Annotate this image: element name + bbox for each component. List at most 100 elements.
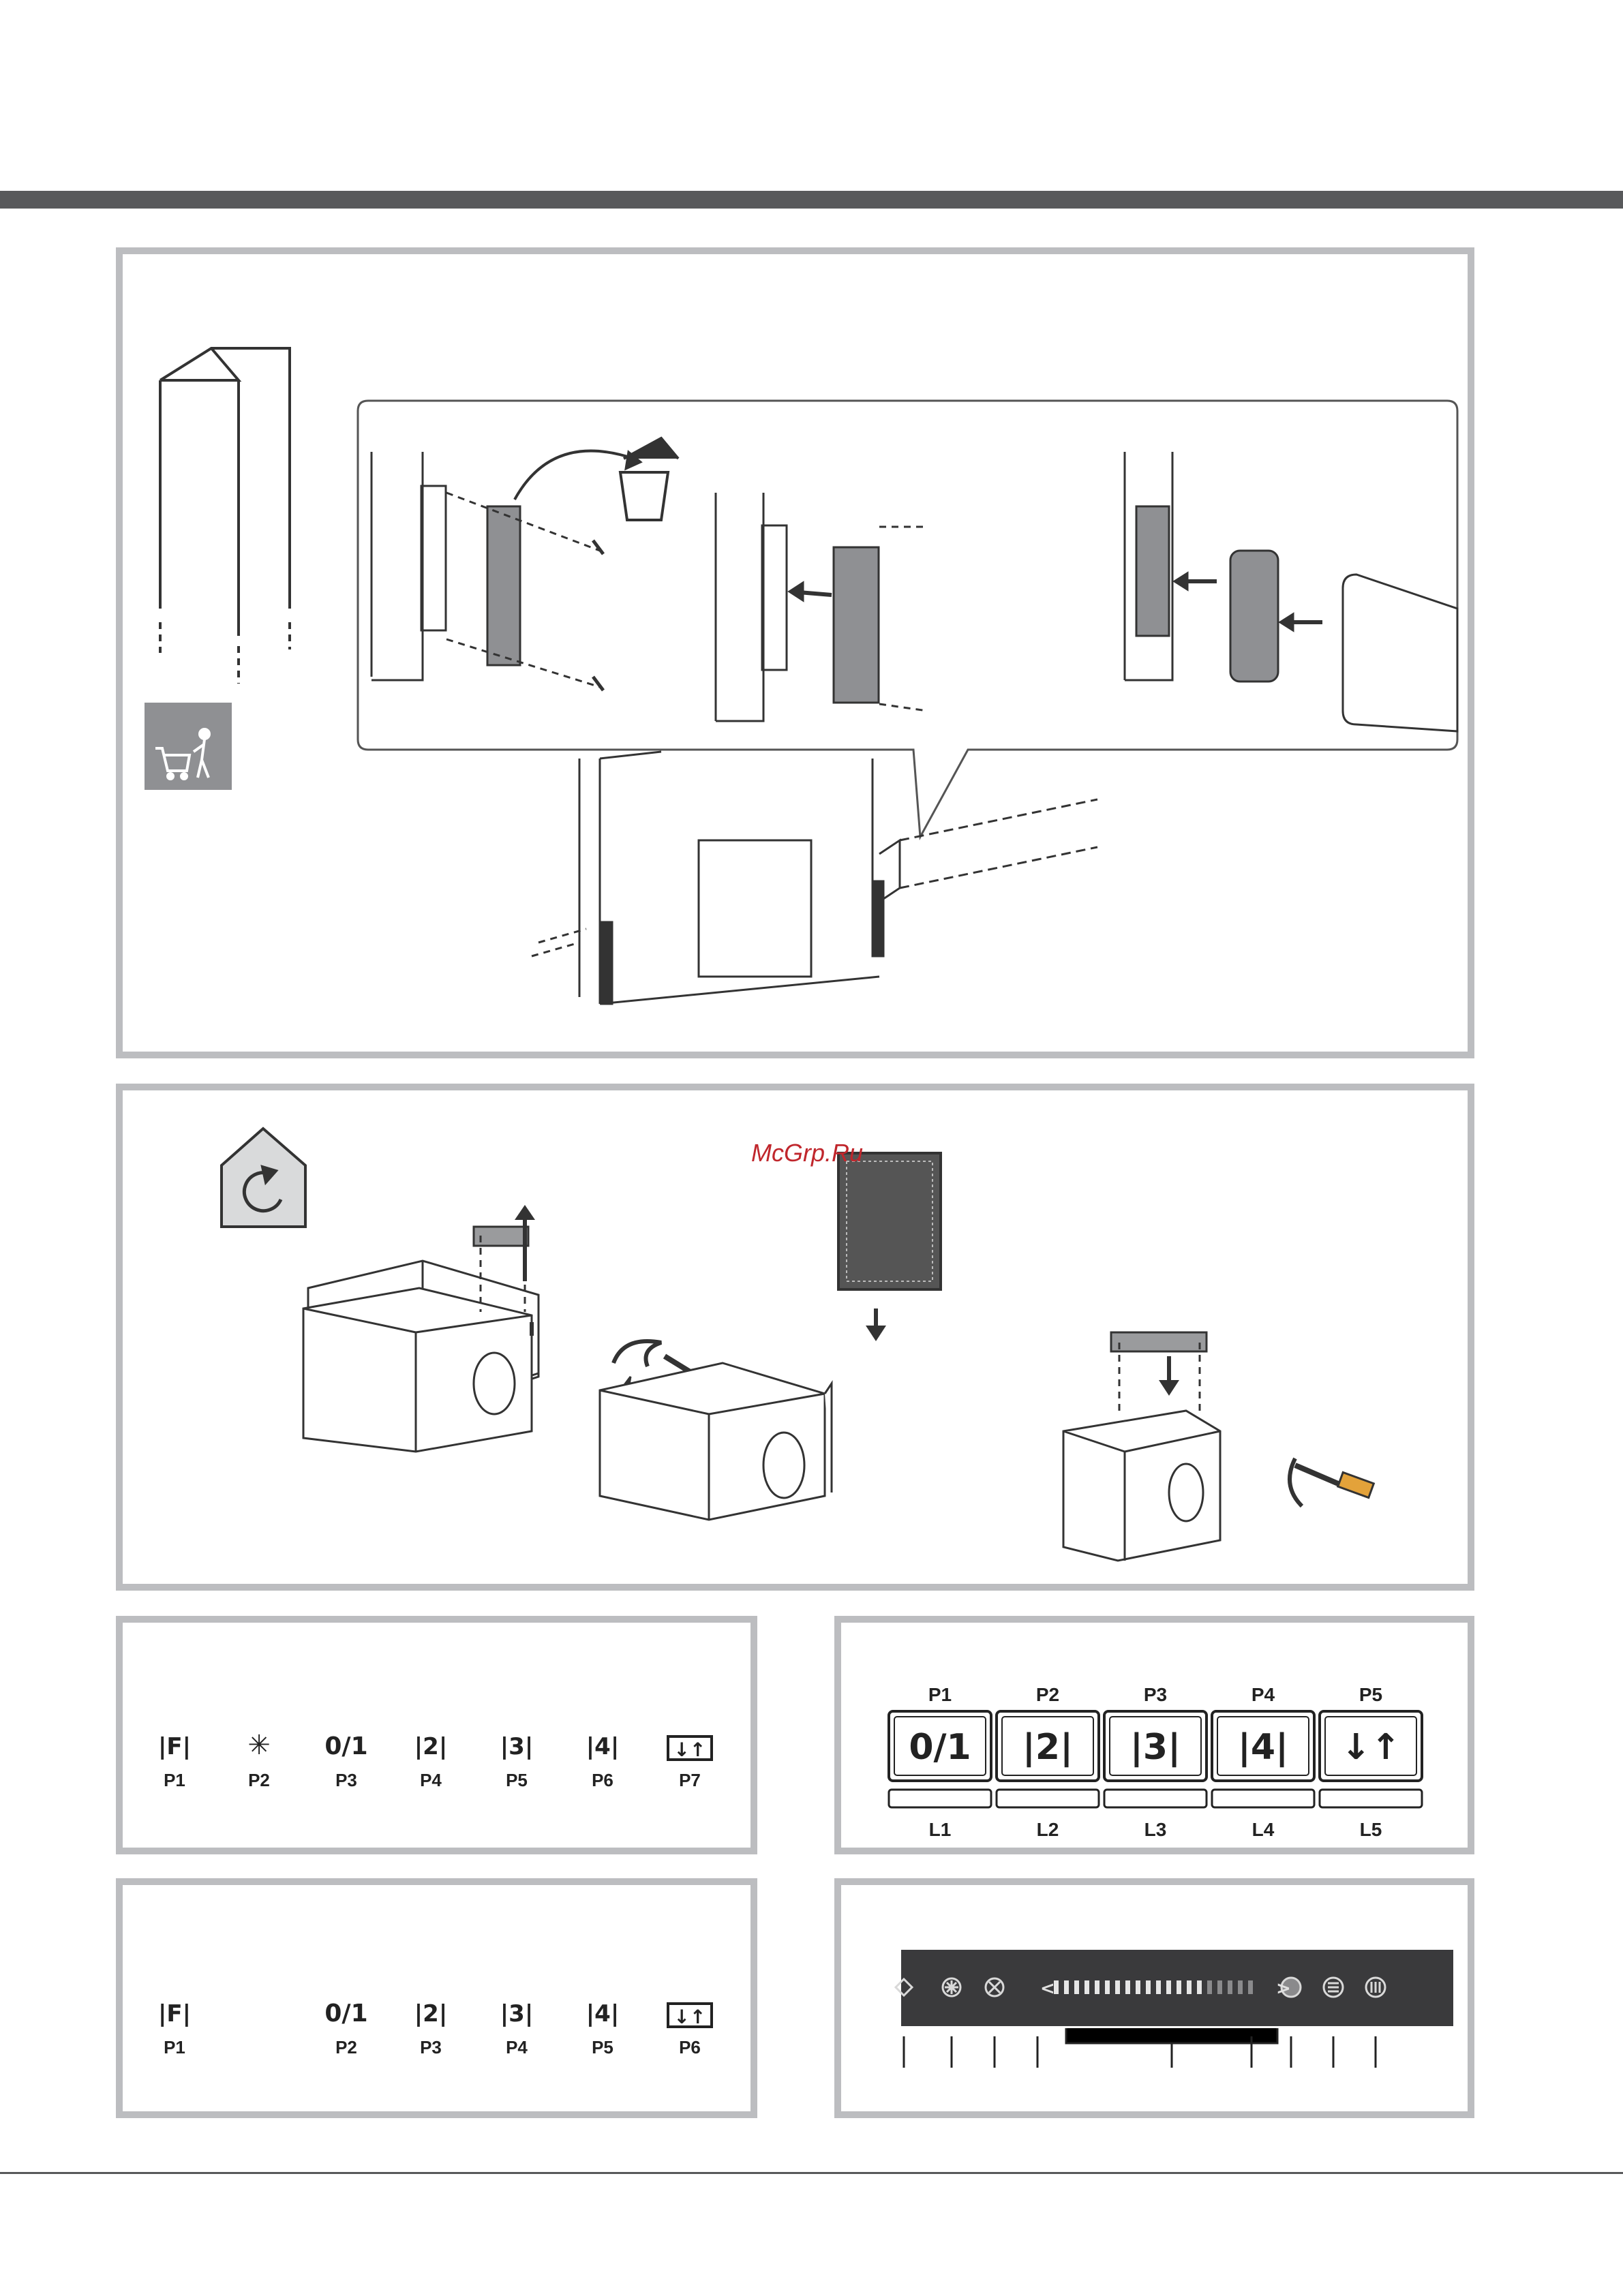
p1-filter-key: |F| P1 xyxy=(158,2000,191,2057)
key-top-label: P4 xyxy=(1252,1684,1275,1705)
footer-line xyxy=(0,2172,1623,2174)
slider-segment xyxy=(1238,1980,1243,1994)
house-recirculation-icon xyxy=(222,1129,305,1227)
slider-segment xyxy=(1207,1980,1212,1994)
led-label: L3 xyxy=(1144,1819,1167,1840)
p6-speed-4-key: |4| P6 xyxy=(586,1733,620,1790)
control-d-diagram: < > xyxy=(841,1885,1468,2111)
led-indicator xyxy=(997,1790,1099,1807)
svg-text:|3|: |3| xyxy=(500,1733,534,1760)
filter-panel: McGrp.Ru xyxy=(116,1084,1474,1591)
p2-power-key: 0/1 P2 xyxy=(324,2000,367,2057)
svg-text:P5: P5 xyxy=(592,2037,613,2057)
callout-leader-lines xyxy=(904,2028,1376,2068)
slider-segment xyxy=(1156,1980,1161,1994)
key-symbol: |4| xyxy=(1238,1727,1288,1768)
control-c-diagram: |F| P1 0/1 P2 |2| P3 |3| P4 |4| P5 ↓↑ P6 xyxy=(123,1885,750,2111)
control-a-diagram: |F| P1 ✳ P2 0/1 P3 |2| P4 |3| P5 |4| P6 … xyxy=(123,1623,750,1848)
svg-text:|3|: |3| xyxy=(500,2000,534,2027)
slider-segment xyxy=(1064,1980,1069,1994)
slider-segment xyxy=(1228,1980,1232,1994)
p4-speed-2-key: |2| P4 xyxy=(414,1733,448,1790)
led-label: L1 xyxy=(929,1819,952,1840)
svg-text:0/1: 0/1 xyxy=(324,2000,367,2027)
led-label: L2 xyxy=(1037,1819,1059,1840)
svg-text:P1: P1 xyxy=(164,2037,185,2057)
slider-segment xyxy=(1095,1980,1099,1994)
header-bar xyxy=(0,191,1623,209)
slider-segment xyxy=(1197,1980,1202,1994)
svg-text:|2|: |2| xyxy=(414,2000,448,2027)
led-indicator xyxy=(1320,1790,1422,1807)
unit-insert-filter xyxy=(600,1363,832,1520)
filter-illustration: McGrp.Ru xyxy=(123,1090,1468,1584)
key-p1: P1 0/1L1 xyxy=(889,1684,991,1840)
key-top-label: P2 xyxy=(1036,1684,1059,1705)
key-symbol: |2| xyxy=(1022,1727,1073,1768)
svg-text:|4|: |4| xyxy=(586,1733,620,1760)
p6-intensive-key: ↓↑ P6 xyxy=(668,2004,712,2057)
svg-text:P4: P4 xyxy=(420,1770,442,1790)
watermark: McGrp.Ru xyxy=(751,1139,863,1167)
svg-text:P3: P3 xyxy=(335,1770,357,1790)
slider-segment xyxy=(1187,1980,1192,1994)
key-top-label: P3 xyxy=(1144,1684,1167,1705)
svg-text:↓↑: ↓↑ xyxy=(674,1739,706,1761)
p5-speed-4-key: |4| P5 xyxy=(586,2000,620,2057)
key-symbol: ↓↑ xyxy=(1341,1727,1400,1768)
accessory-icon xyxy=(145,703,232,790)
slider-segment xyxy=(1136,1980,1140,1994)
svg-text:P2: P2 xyxy=(335,2037,357,2057)
svg-text:0/1: 0/1 xyxy=(324,1732,367,1760)
slider-right-arrow: > xyxy=(1276,1978,1291,1999)
key-p3: P3 |3| L3 xyxy=(1104,1684,1207,1840)
slider-segment xyxy=(1084,1980,1089,1994)
control-panel-a: |F| P1 ✳ P2 0/1 P3 |2| P4 |3| P5 |4| P6 … xyxy=(116,1616,757,1854)
svg-text:|F|: |F| xyxy=(158,2000,191,2027)
p7-intensive-key: ↓↑ P7 xyxy=(668,1736,712,1790)
svg-text:✳: ✳ xyxy=(247,1730,271,1761)
key-p2: P2 |2| L2 xyxy=(997,1684,1099,1840)
slider-segment xyxy=(1248,1980,1253,1994)
svg-text:P6: P6 xyxy=(679,2037,701,2057)
p3-speed-2-key: |2| P3 xyxy=(414,2000,448,2057)
key-top-label: P1 xyxy=(928,1684,952,1705)
svg-text:P5: P5 xyxy=(506,1770,528,1790)
key-symbol: 0/1 xyxy=(909,1727,971,1768)
svg-text:P1: P1 xyxy=(164,1770,185,1790)
unit-remove-frame xyxy=(303,1227,539,1452)
svg-text:P7: P7 xyxy=(679,1770,701,1790)
key-symbol: |3| xyxy=(1130,1727,1181,1768)
key-p4: P4 |4| L4 xyxy=(1212,1684,1314,1840)
svg-text:P3: P3 xyxy=(420,2037,442,2057)
svg-text:↓↑: ↓↑ xyxy=(674,2006,706,2028)
led-label: L4 xyxy=(1252,1819,1275,1840)
p4-speed-3-key: |3| P4 xyxy=(500,2000,534,2057)
slider-segment xyxy=(1146,1980,1151,1994)
led-label: L5 xyxy=(1360,1819,1382,1840)
p3-power-key: 0/1 P3 xyxy=(324,1732,367,1790)
svg-text:P4: P4 xyxy=(506,2037,528,2057)
slider-segment xyxy=(1115,1980,1120,1994)
slider-left-arrow: < xyxy=(1040,1978,1055,1999)
unit-refit-frame xyxy=(1063,1332,1220,1561)
svg-text:|F|: |F| xyxy=(158,1733,191,1760)
p2-light-key: ✳ P2 xyxy=(247,1730,271,1790)
slider-segment xyxy=(1166,1980,1171,1994)
control-panel-c: |F| P1 0/1 P2 |2| P3 |3| P4 |4| P5 ↓↑ P6 xyxy=(116,1878,757,2118)
slider-segment xyxy=(1217,1980,1222,1994)
screwdriver-icon-2 xyxy=(1290,1458,1374,1506)
led-indicator xyxy=(889,1790,991,1807)
p5-speed-3-key: |3| P5 xyxy=(500,1733,534,1790)
installation-illustration xyxy=(123,254,1468,1052)
hood-assembly-drawing xyxy=(532,752,1097,1004)
slider-segment xyxy=(1105,1980,1110,1994)
p1-filter-key: |F| P1 xyxy=(158,1733,191,1790)
svg-text:P6: P6 xyxy=(592,1770,613,1790)
led-indicator xyxy=(1212,1790,1314,1807)
svg-text:P2: P2 xyxy=(248,1770,270,1790)
key-top-label: P5 xyxy=(1359,1684,1382,1705)
control-b-diagram: P1 0/1L1 P2 |2| L2 P3 |3| L3 P4 |4| L4 P5 ↓↑ L5 xyxy=(841,1623,1468,1848)
slider-segment xyxy=(1054,1980,1059,1994)
